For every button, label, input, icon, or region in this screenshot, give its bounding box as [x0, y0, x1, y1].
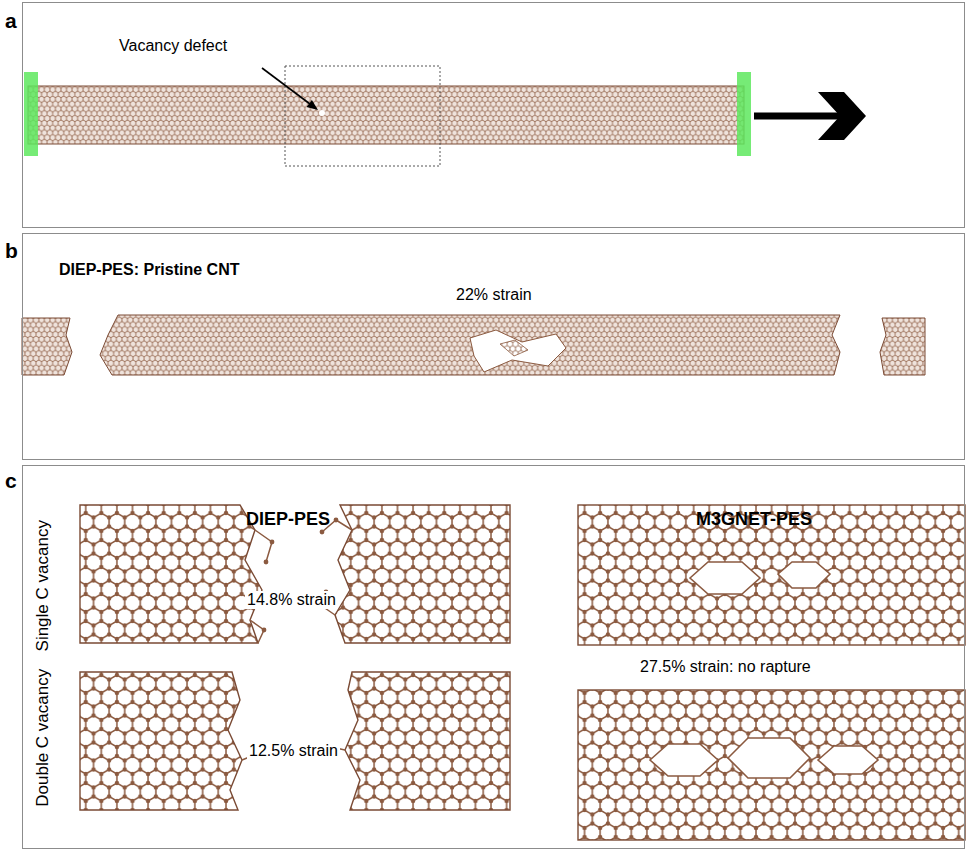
- nanotube-base: [335, 505, 510, 643]
- pull-arrow-shaft: [754, 113, 850, 120]
- panel-c-diep-art: [80, 505, 510, 643]
- figure-panel: cDIEP-PESM3GNET-PESSingle C vacancyDoubl…: [22, 465, 965, 849]
- figure-panel: bDIEP-PES: Pristine CNT22% strain: [22, 233, 965, 460]
- vacancy-site: [319, 110, 325, 116]
- vacancy-ring: [650, 744, 718, 776]
- nanotube: [578, 690, 965, 840]
- dangling-chain: [255, 530, 272, 562]
- panel-c-diep-double-art: [80, 672, 510, 810]
- annotation: Vacancy defect: [119, 37, 227, 55]
- panel-heading: DIEP-PES: Pristine CNT: [59, 261, 239, 279]
- vacancy-ring: [818, 746, 878, 774]
- vacancy-ring: [728, 738, 810, 778]
- panel-label: b: [5, 239, 18, 263]
- zoom-box: [285, 66, 440, 166]
- nanotube-base: [80, 505, 262, 643]
- panel-a-art: [24, 66, 866, 166]
- nanotube-fragment: [880, 318, 925, 375]
- strain-value: 12.5% strain: [247, 742, 340, 760]
- ruptured-nanotube-piece: [80, 505, 262, 643]
- leader-arrowhead: [307, 100, 319, 110]
- strain-value: 14.8% strain: [245, 591, 338, 609]
- panel-c-m3gnet-art: [578, 505, 965, 840]
- ruptured-nanotube-piece: [345, 672, 510, 810]
- pull-arrow-head: [818, 92, 866, 140]
- panel-b-art: [22, 315, 925, 375]
- leader-line: [262, 68, 310, 104]
- nanotube-base: [100, 315, 840, 375]
- distorted-lattice: [500, 340, 528, 356]
- row-heading: Double C vacancy: [33, 648, 53, 828]
- dangling-chain: [250, 620, 264, 643]
- strain-value: 27.5% strain: no rapture: [640, 658, 811, 676]
- fixed-end-marker: [24, 72, 38, 156]
- nanotube-fragment-base: [880, 318, 925, 375]
- pulled-end-marker: [737, 72, 751, 156]
- nanotube-fragment-base: [22, 318, 72, 375]
- panel-label: a: [5, 9, 17, 33]
- column-heading: M3GNET-PES: [696, 509, 812, 530]
- vacancy-ring: [690, 562, 760, 594]
- strain-value: 22% strain: [456, 286, 532, 304]
- nanotube-base: [80, 672, 242, 810]
- column-heading: DIEP-PES: [246, 509, 330, 530]
- vacancy-ring: [778, 562, 830, 588]
- nanotube: [578, 505, 965, 645]
- nanotube-base: [28, 86, 744, 144]
- ruptured-nanotube-piece: [80, 672, 242, 810]
- figure-panel: aVacancy defect: [22, 2, 965, 228]
- ruptured-nanotube-piece: [335, 505, 510, 643]
- atoms: [262, 518, 339, 633]
- nanotube: [28, 86, 744, 144]
- nanotube-fragment: [22, 318, 72, 375]
- nanotube: [100, 315, 840, 375]
- nanotube-base: [345, 672, 510, 810]
- necking-defect: [470, 330, 566, 372]
- panel-label: c: [5, 469, 17, 493]
- row-heading: Single C vacancy: [33, 496, 53, 676]
